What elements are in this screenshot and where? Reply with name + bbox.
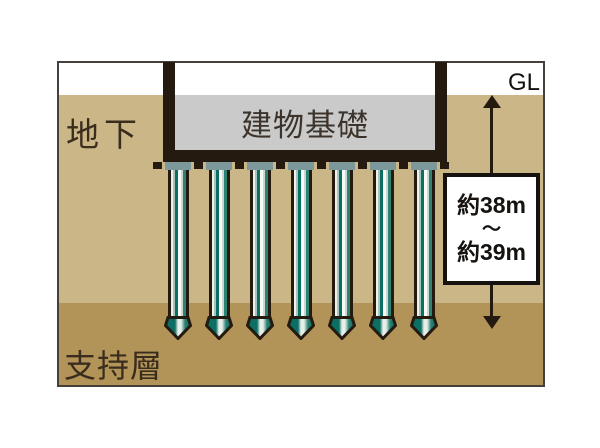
foundation-slab [175,95,435,150]
pile [369,162,397,342]
pile-anchor-tooth [153,162,162,169]
pile-anchor-tooth [358,162,367,169]
pile-tip-icon [246,316,274,340]
pile-shaft [331,170,353,318]
pile-cap [329,162,355,170]
building-wall-left [163,62,175,162]
pile [287,162,315,342]
depth-value-lower: 約39m [456,238,527,265]
building-foundation-label: 建物基礎 [241,108,369,143]
pile-shaft [290,170,312,318]
pile-anchor-tooth [399,162,408,169]
pile-tip-icon [410,316,438,340]
pile-cap [288,162,314,170]
pile-shaft [208,170,230,318]
pile [410,162,438,342]
depth-arrow-lower-line [490,284,493,316]
pile [328,162,356,342]
pile-tip-icon [164,316,192,340]
pile-anchor-tooth [235,162,244,169]
depth-arrow-upper-line [490,107,493,173]
pile-shaft [413,170,435,318]
pile-cap [411,162,437,170]
pile-cap [206,162,232,170]
foundation-base-beam [163,150,447,162]
depth-tilde: ～ [481,218,501,240]
pile [246,162,274,342]
pile-tip-icon [369,316,397,340]
support-layer-label: 支持層 [64,348,164,384]
pile-anchor-tooth [276,162,285,169]
ground-level-label: GL [507,69,540,96]
building-wall-right [435,62,447,162]
pile [164,162,192,342]
depth-value-upper: 約38m [456,191,527,218]
pile-tip-icon [287,316,315,340]
pile-shaft [167,170,189,318]
pile-cap [165,162,191,170]
pile-tip-icon [205,316,233,340]
depth-range-box: 約38m ～ 約39m [443,173,540,285]
pile-cap [370,162,396,170]
pile [205,162,233,342]
up-arrow-icon [483,95,501,108]
pile-cap [247,162,273,170]
pile-anchor-tooth [194,162,203,169]
pile-anchor-tooth [317,162,326,169]
pile-shaft [372,170,394,318]
down-arrow-icon [483,316,501,329]
pile-tip-icon [328,316,356,340]
pile-anchor-tooth [440,162,449,169]
underground-label: 地下 [66,116,142,153]
pile-shaft [249,170,271,318]
